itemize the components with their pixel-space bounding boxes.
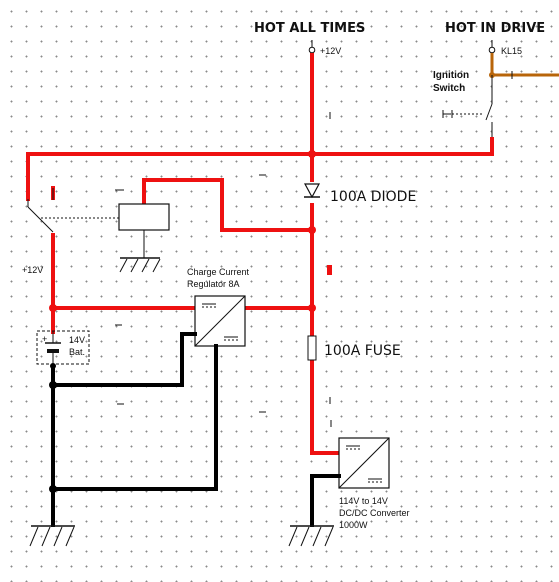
converter-label-line2: DC/DC Converter: [339, 508, 410, 518]
ground-wiring: [51, 332, 341, 527]
converter-label-line1: 114V to 14V: [339, 496, 388, 506]
positive-wiring: [26, 53, 494, 455]
left-12v-label: +12V: [22, 265, 43, 275]
junction-dot: [50, 363, 56, 369]
hot-in-drive-heading: HOT IN DRIVE: [445, 21, 545, 36]
wire-marker: [327, 265, 332, 275]
battery-plus-sign: +: [42, 334, 47, 344]
relay-coil: [118, 203, 170, 231]
charge-regulator-symbol: [194, 295, 246, 347]
converter-ground-icon: [288, 525, 334, 547]
terminal-kl15: [488, 40, 496, 54]
hot-all-times-heading: HOT ALL TIMES: [254, 21, 365, 36]
terminal-12v-top: [308, 40, 316, 54]
diode-label: 100A DIODE: [330, 189, 416, 205]
junction-dot: [49, 485, 57, 493]
diode-symbol: [303, 183, 321, 199]
junction-dot: [49, 304, 57, 312]
ignition-switch-label-line2: Switch: [433, 83, 465, 94]
terminal-12v-top-label: +12V: [320, 46, 341, 56]
terminal-kl15-label: KL15: [501, 46, 522, 56]
ignition-wire: [490, 53, 559, 77]
fuse-label: 100A FUSE: [324, 343, 401, 359]
junction-dot: [308, 226, 316, 234]
battery-ground-icon: [29, 525, 75, 547]
ignition-switch-label-line1: Ignition: [433, 70, 469, 81]
fuse-symbol: [307, 335, 317, 361]
regulator-label-line1: Charge Current: [187, 267, 250, 277]
junction-dot: [308, 150, 316, 158]
relay-ground-icon: [119, 257, 161, 273]
dcdc-converter-symbol: [338, 437, 390, 489]
ignition-switch-symbol: [442, 75, 493, 139]
regulator-label-line2: Regulator 8A: [187, 279, 240, 289]
junction-dot: [308, 304, 316, 312]
battery-label-line1: 14V: [69, 335, 85, 345]
converter-label-line3: 1000W: [339, 520, 368, 530]
junction-dot: [49, 381, 57, 389]
annotation-ticks: [115, 112, 332, 427]
battery-symbol: +: [36, 330, 90, 365]
relay-switch-symbol: [27, 188, 119, 233]
battery-label-line2: Bat.: [69, 347, 85, 357]
